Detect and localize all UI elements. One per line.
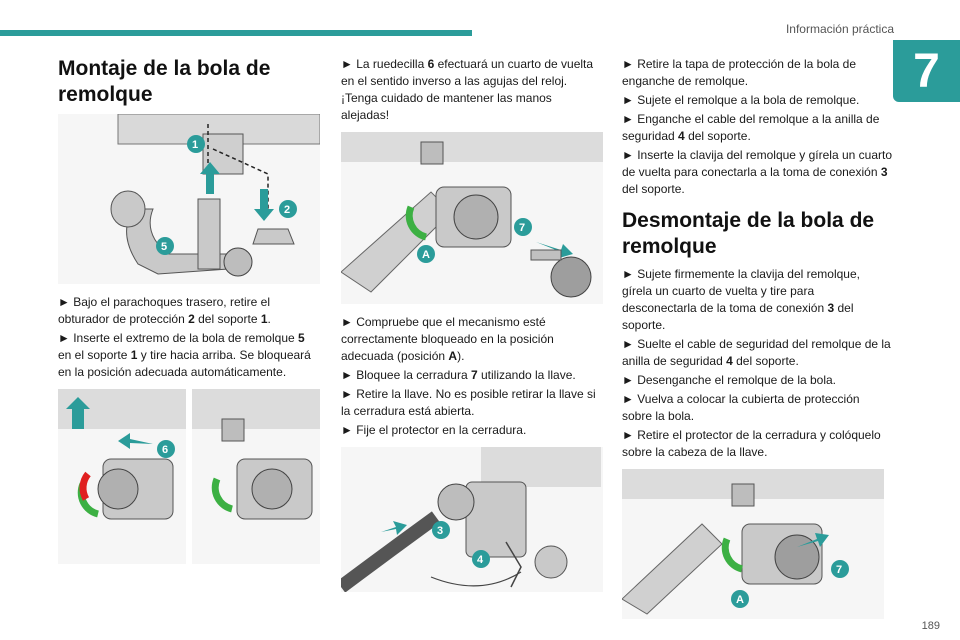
badge-7b-label: 7	[836, 564, 842, 576]
badge-5	[156, 237, 174, 255]
dismount-step-4: ► Vuelva a colocar la cubierta de protec…	[622, 392, 860, 423]
dismount-step-2: ► Suelte el cable de seguridad del remol…	[622, 337, 891, 368]
badge-4-label: 4	[477, 554, 484, 566]
badge-7-label: 7	[519, 222, 525, 234]
mount-step-2: ► Inserte el extremo de la bola de remol…	[58, 331, 311, 379]
badge-5-label: 5	[161, 241, 167, 253]
badge-Ab-label: A	[736, 594, 744, 606]
figure-pair-lock: 6	[58, 389, 320, 564]
hitch-step-4: ► Inserte la clavija del remolque y gíre…	[622, 148, 893, 196]
badge-3	[432, 521, 450, 539]
mounting-title: Montaje de la bola de remolque	[58, 57, 271, 106]
hitch-step-1: ► Retire la tapa de protección de la bol…	[622, 57, 857, 88]
figure-socket-connect: 3 4	[341, 447, 603, 592]
column-dismounting: ► Retire la tapa de protección de la bol…	[622, 56, 892, 619]
badge-6	[157, 440, 175, 458]
wheel-warning: ► La ruedecilla 6 efectuará un cuarto de…	[341, 57, 594, 122]
figure-wheel-locked	[192, 389, 320, 564]
badge-3-label: 3	[437, 525, 443, 537]
figure-lock-cover: 7 A	[622, 469, 884, 619]
lock-step-3: ► Retire la llave. No es posible retirar…	[341, 387, 596, 418]
badge-1-label: 1	[192, 139, 198, 151]
column-mounting: Montaje de la bola de remolque 1 2 5 ► B…	[58, 56, 320, 564]
badge-2-label: 2	[284, 204, 290, 216]
lock-step-4: ► Fije el protector en la cerradura.	[341, 423, 527, 437]
header-accent-bar	[0, 30, 472, 36]
badge-7b	[831, 560, 849, 578]
section-title: Información práctica	[785, 22, 894, 36]
badge-A-label: A	[422, 249, 430, 261]
badge-4	[472, 550, 490, 568]
hitch-step-3: ► Enganche el cable del remolque a la an…	[622, 112, 880, 143]
figure-lock-position: 7 A	[341, 132, 603, 304]
badge-Ab	[731, 590, 749, 608]
dismounting-title: Desmontaje de la bola de remolque	[622, 209, 875, 258]
hitch-step-2: ► Sujete el remolque a la bola de remolq…	[622, 93, 860, 107]
figure-towbar-insert: 1 2 5	[58, 114, 320, 284]
badge-A	[417, 245, 435, 263]
lock-step-1: ► Compruebe que el mecanismo esté correc…	[341, 315, 554, 363]
figure-wheel-turn: 6	[58, 389, 186, 564]
column-lock: ► La ruedecilla 6 efectuará un cuarto de…	[341, 56, 603, 592]
mount-step-1: ► Bajo el parachoques trasero, retire el…	[58, 295, 271, 326]
dismount-step-1: ► Sujete firmemente la clavija del remol…	[622, 267, 860, 332]
badge-6-label: 6	[162, 444, 168, 456]
lock-step-2: ► Bloquee la cerradura 7 utilizando la l…	[341, 368, 576, 382]
badge-1	[187, 135, 205, 153]
badge-2	[279, 200, 297, 218]
badge-7	[514, 218, 532, 236]
dismount-step-3: ► Desenganche el remolque de la bola.	[622, 373, 837, 387]
page-number: 189	[921, 620, 940, 632]
dismount-step-5: ► Retire el protector de la cerradura y …	[622, 428, 881, 459]
chapter-number: 7	[893, 40, 960, 102]
